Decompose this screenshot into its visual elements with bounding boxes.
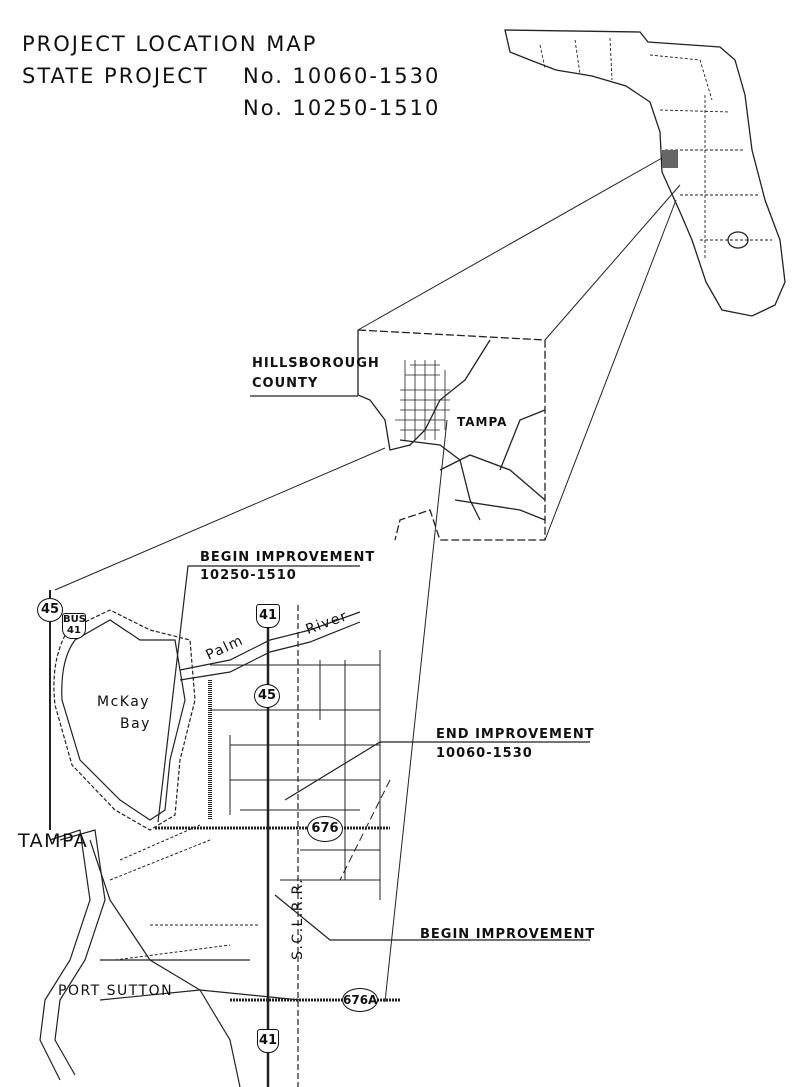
sr676-shield: 676 [307,816,343,842]
state-project-label: STATE PROJECT [22,64,209,88]
project-number-2: No. 10250-1510 [243,96,441,120]
county-label-2: COUNTY [252,376,319,391]
begin-improvement-1-label: BEGIN IMPROVEMENT [200,550,376,565]
bus-text: BUS [63,614,86,625]
tampa-label: TAMPA [18,830,89,852]
bus41-number: 41 [67,625,81,636]
projection-lines [54,157,681,1003]
project-number-1: No. 10060-1530 [243,64,441,88]
end-improvement-project: 10060-1530 [436,746,533,761]
begin-improvement-1-project: 10250-1510 [200,568,297,583]
bay-label: Bay [120,716,151,732]
begin-improvement-2-leader [274,894,590,941]
hillsborough-highlight [662,150,678,168]
sr45-shield-mid: 45 [254,684,280,708]
us41-shield-bottom: 41 [257,1029,279,1053]
us41-shield-top: 41 [256,604,280,628]
railroad-label: S.C.L.R.R. [290,877,306,960]
hillsborough-county-map [250,329,546,541]
begin-improvement-1-leader [157,565,360,823]
sr676a-shield: 676A [342,988,378,1012]
florida-state-map [504,29,786,317]
begin-improvement-2-label: BEGIN IMPROVEMENT [420,927,596,942]
county-city-label: TAMPA [457,415,508,429]
sr45-shield-left: 45 [37,598,63,622]
port-sutton-label: PORT SUTTON [58,983,174,999]
end-improvement-label: END IMPROVEMENT [436,727,595,742]
county-label: HILLSBOROUGH [252,356,380,371]
map-title: PROJECT LOCATION MAP [22,32,318,56]
mckay-label: McKay [97,694,151,710]
